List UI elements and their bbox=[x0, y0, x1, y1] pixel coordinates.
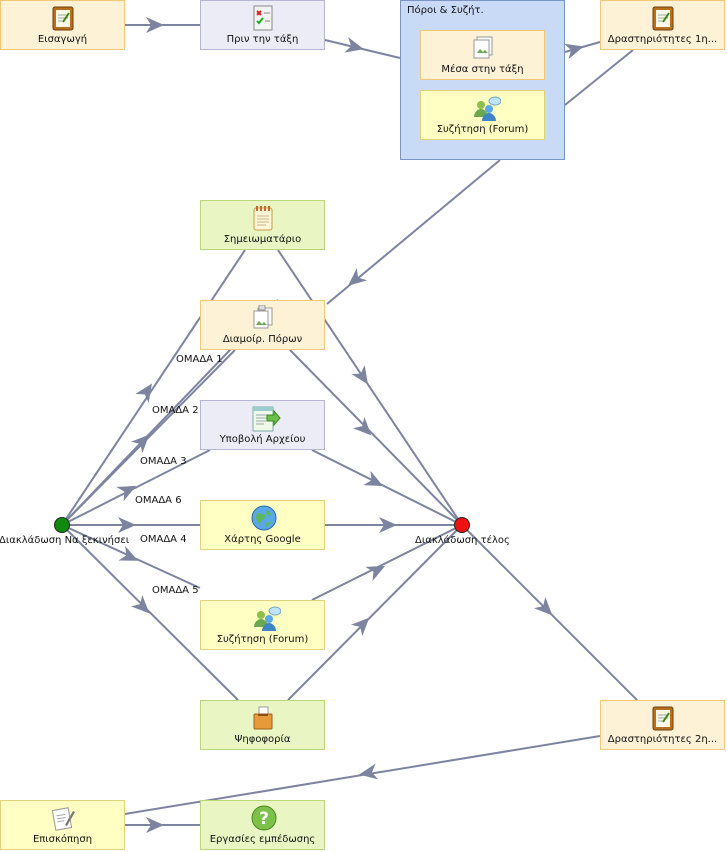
notepad-icon bbox=[651, 705, 675, 731]
activity-mesa-stin-taxi[interactable]: Μέσα στην τάξη bbox=[420, 30, 545, 80]
arrowhead-15 bbox=[379, 517, 397, 533]
arrowhead-20 bbox=[146, 817, 164, 833]
arrowhead-2 bbox=[564, 43, 584, 60]
checklist-icon bbox=[251, 5, 275, 31]
activity-diamoir-poron[interactable]: Διαμοίρ. Πόρων bbox=[200, 300, 325, 350]
arrowhead-10 bbox=[118, 545, 139, 561]
activity-syzitisi-forum-2[interactable]: Συζήτηση (Forum) bbox=[200, 600, 325, 650]
gate-end-label: Διακλάδωση τέλος bbox=[415, 535, 510, 546]
arrowhead-5 bbox=[135, 383, 152, 403]
activity-simeiomatario[interactable]: Σημειωματάριο bbox=[200, 200, 325, 250]
activity-drastiriotites-2[interactable]: Δραστηριότητες 2η... bbox=[600, 700, 725, 750]
arrowhead-4 bbox=[348, 268, 368, 286]
branch-label-4: ΟΜΑΔΑ 4 bbox=[140, 534, 187, 545]
branch-label-1: ΟΜΑΔΑ 1 bbox=[176, 354, 223, 365]
branch-label-6: ΟΜΑΔΑ 6 bbox=[135, 495, 182, 506]
document-pen-icon bbox=[51, 805, 75, 831]
edge-16 bbox=[311, 524, 463, 601]
arrowhead-16 bbox=[365, 565, 386, 582]
arrowhead-layer bbox=[116, 17, 584, 833]
activity-drastiriotites-1[interactable]: Δραστηριότητες 1η... bbox=[600, 0, 725, 50]
question-mark-icon: ? bbox=[251, 805, 276, 831]
activity-label: Πριν την τάξη bbox=[226, 34, 299, 45]
edge-layer bbox=[61, 24, 638, 826]
arrowhead-12 bbox=[351, 365, 369, 385]
activity-label: Ψηφοφορία bbox=[234, 734, 291, 745]
notebook-icon bbox=[251, 205, 275, 231]
branch-label-2: ΟΜΑΔΑ 2 bbox=[152, 405, 199, 416]
edge-14 bbox=[311, 449, 463, 526]
arrowhead-19 bbox=[359, 763, 379, 780]
arrowhead-1 bbox=[344, 37, 364, 53]
activity-ergasies-empedosis[interactable]: ? Εργασίες εμπέδωσης bbox=[200, 800, 325, 850]
svg-text:?: ? bbox=[259, 809, 269, 829]
arrowhead-14 bbox=[363, 470, 384, 487]
branch-label-5: ΟΜΑΔΑ 5 bbox=[152, 585, 199, 596]
shared-resources-icon bbox=[251, 304, 275, 331]
activity-label: Διαμοίρ. Πόρων bbox=[222, 334, 303, 345]
edge-13 bbox=[289, 349, 463, 526]
arrowhead-8 bbox=[116, 485, 137, 502]
group-title: Πόροι & Συζήτ. bbox=[407, 5, 484, 16]
gate-start[interactable] bbox=[54, 517, 70, 533]
activity-label: Υποβολή Αρχείου bbox=[219, 434, 306, 445]
activity-label: Εργασίες εμπέδωσης bbox=[209, 834, 316, 845]
activity-label: Μέσα στην τάξη bbox=[441, 64, 524, 75]
edge-11 bbox=[61, 524, 239, 701]
branch-label-3: ΟΜΑΔΑ 3 bbox=[140, 456, 187, 467]
forum-users-icon bbox=[471, 95, 501, 121]
edge-3 bbox=[564, 49, 634, 106]
edge-12 bbox=[277, 249, 463, 526]
activity-label: Συζήτηση (Forum) bbox=[216, 634, 309, 645]
activity-xartis-google[interactable]: Χάρτης Google bbox=[200, 500, 325, 550]
activity-ypovoli-arxeiou[interactable]: Υποβολή Αρχείου bbox=[200, 400, 325, 450]
arrowhead-11 bbox=[130, 594, 150, 614]
edge-17 bbox=[287, 524, 463, 701]
notepad-icon bbox=[51, 5, 75, 31]
activity-eisagogi[interactable]: Εισαγωγή bbox=[0, 0, 125, 50]
arrowhead-17 bbox=[350, 617, 370, 637]
activity-label: Δραστηριότητες 2η... bbox=[607, 734, 718, 745]
arrowhead-13 bbox=[352, 416, 372, 436]
activity-label: Χάρτης Google bbox=[224, 534, 301, 545]
activity-label: Δραστηριότητες 1η... bbox=[607, 34, 718, 45]
activity-syzitisi-forum-1[interactable]: Συζήτηση (Forum) bbox=[420, 90, 545, 140]
edge-7 bbox=[61, 349, 236, 526]
documents-icon bbox=[471, 35, 495, 61]
notepad-icon bbox=[651, 5, 675, 31]
activity-label: Εισαγωγή bbox=[37, 34, 88, 45]
arrowhead-0 bbox=[146, 17, 164, 33]
activity-label: Συζήτηση (Forum) bbox=[436, 124, 529, 135]
edge-5 bbox=[61, 249, 246, 526]
activity-psifoforia[interactable]: Ψηφοφορία bbox=[200, 700, 325, 750]
activity-episkopisi[interactable]: Επισκόπηση bbox=[0, 800, 125, 850]
file-submit-icon bbox=[251, 405, 281, 432]
globe-icon bbox=[251, 505, 276, 531]
arrowhead-7 bbox=[130, 434, 150, 454]
arrowhead-9 bbox=[118, 517, 136, 533]
gate-start-label: Διακλάδωση Να ξεκινήσει bbox=[0, 535, 130, 546]
edge-8 bbox=[61, 449, 211, 526]
activity-label: Επισκόπηση bbox=[32, 834, 93, 845]
forum-users-icon bbox=[251, 605, 281, 631]
gate-end[interactable] bbox=[454, 517, 470, 533]
activity-prin-tin-taxi[interactable]: Πριν την τάξη bbox=[200, 0, 325, 50]
ballot-box-icon bbox=[251, 705, 275, 731]
activity-label: Σημειωματάριο bbox=[223, 234, 302, 245]
